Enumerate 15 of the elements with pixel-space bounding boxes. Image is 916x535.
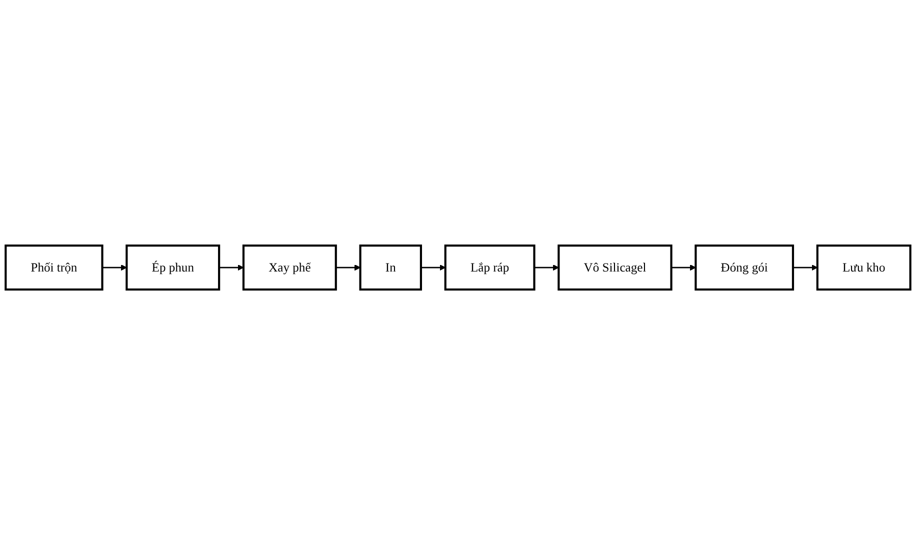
node-box: In xyxy=(359,244,422,291)
arrow xyxy=(534,264,559,271)
arrow xyxy=(336,264,361,271)
arrow xyxy=(671,264,696,271)
arrow xyxy=(219,264,244,271)
node-box: Đóng gói xyxy=(694,244,794,291)
node-box: Lưu kho xyxy=(816,244,912,291)
node-box: Lắp ráp xyxy=(444,244,536,291)
arrow xyxy=(102,264,127,271)
arrow xyxy=(792,264,818,271)
arrow xyxy=(420,264,446,271)
node-box: Vô Silicagel xyxy=(558,244,672,291)
node-box: Xay phế xyxy=(242,244,337,291)
node-box: Phối trộn xyxy=(4,244,104,291)
node-box: Ép phun xyxy=(126,244,220,291)
